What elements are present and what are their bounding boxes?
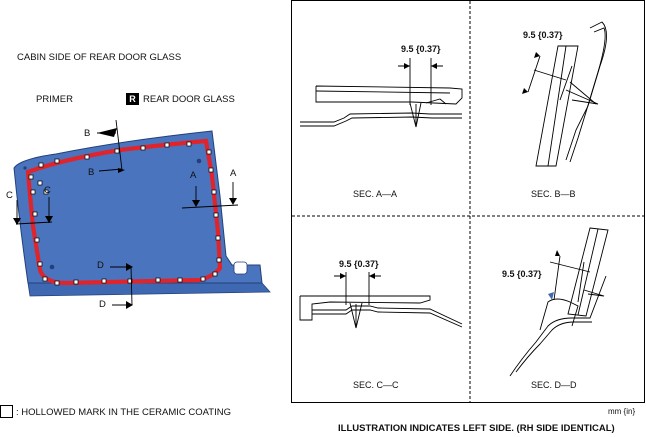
section-marker-a-right: A	[230, 168, 237, 179]
section-marker-b-bottom: B	[88, 167, 95, 178]
section-aa-drawing	[300, 58, 463, 128]
section-marker-b-top: B	[84, 128, 91, 139]
sec-dd-caption: SEC. D—D	[531, 380, 577, 390]
sec-cc-dimension: 9.5 {0.37}	[339, 259, 379, 269]
section-frame	[291, 0, 645, 403]
sec-bb-caption: SEC. B—B	[531, 189, 576, 199]
diagram-title: CABIN SIDE OF REAR DOOR GLASS	[17, 52, 182, 63]
door-glass-illustration	[13, 119, 271, 309]
unit-note: mm {in}	[608, 407, 636, 416]
primer-label: PRIMER	[36, 94, 73, 105]
hollowed-mark-legend-text: : HOLLOWED MARK IN THE CERAMIC COATING	[16, 407, 232, 418]
hollowed-mark-legend-box	[0, 405, 13, 418]
sec-dd-dimension: 9.5 {0.37}	[502, 269, 542, 279]
section-marker-d-top: D	[97, 260, 104, 271]
section-marker-c-right: C	[44, 185, 51, 196]
r-badge: R	[126, 93, 139, 105]
sec-cc-caption: SEC. C—C	[353, 380, 399, 390]
bracket-hole	[233, 261, 248, 275]
section-marker-d-bottom: D	[99, 299, 106, 310]
sec-bb-dimension: 9.5 {0.37}	[523, 30, 563, 40]
hollowed-marks	[28, 141, 222, 286]
section-dd-drawing	[509, 227, 609, 377]
primer-line	[25, 138, 223, 286]
illustration-note: ILLUSTRATION INDICATES LEFT SIDE. (RH SI…	[338, 423, 615, 434]
section-marker-c-left: C	[6, 190, 13, 201]
glass-body	[13, 130, 263, 284]
sec-aa-dimension: 9.5 {0.37}	[401, 44, 441, 54]
section-cc-drawing	[299, 272, 463, 329]
rear-door-glass-label: REAR DOOR GLASS	[143, 94, 235, 105]
sec-aa-caption: SEC. A—A	[353, 189, 398, 199]
section-marker-a-left: A	[190, 170, 197, 181]
section-bb-drawing	[527, 21, 607, 167]
